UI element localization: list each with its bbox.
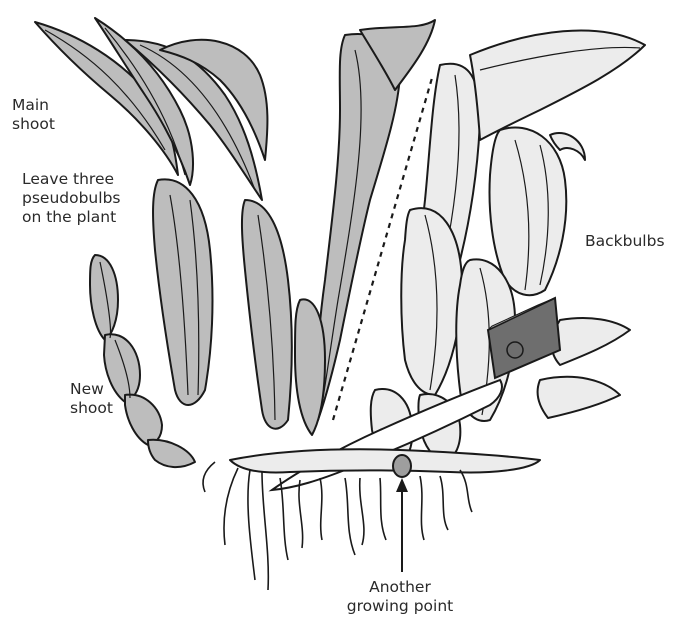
label-main-shoot: Main shoot — [12, 96, 55, 134]
label-backbulbs: Backbulbs — [585, 232, 665, 251]
growing-point-arrow — [396, 478, 408, 572]
left-pseudobulb — [153, 179, 292, 428]
rhizome — [230, 449, 540, 477]
label-new-shoot: New shoot — [70, 380, 113, 418]
label-another-growing-point: Another growing point — [330, 578, 470, 616]
roots — [203, 462, 472, 590]
growing-point-marker — [393, 455, 411, 477]
label-leave-three-pseudobulbs: Leave three pseudobulbs on the plant — [22, 170, 120, 227]
